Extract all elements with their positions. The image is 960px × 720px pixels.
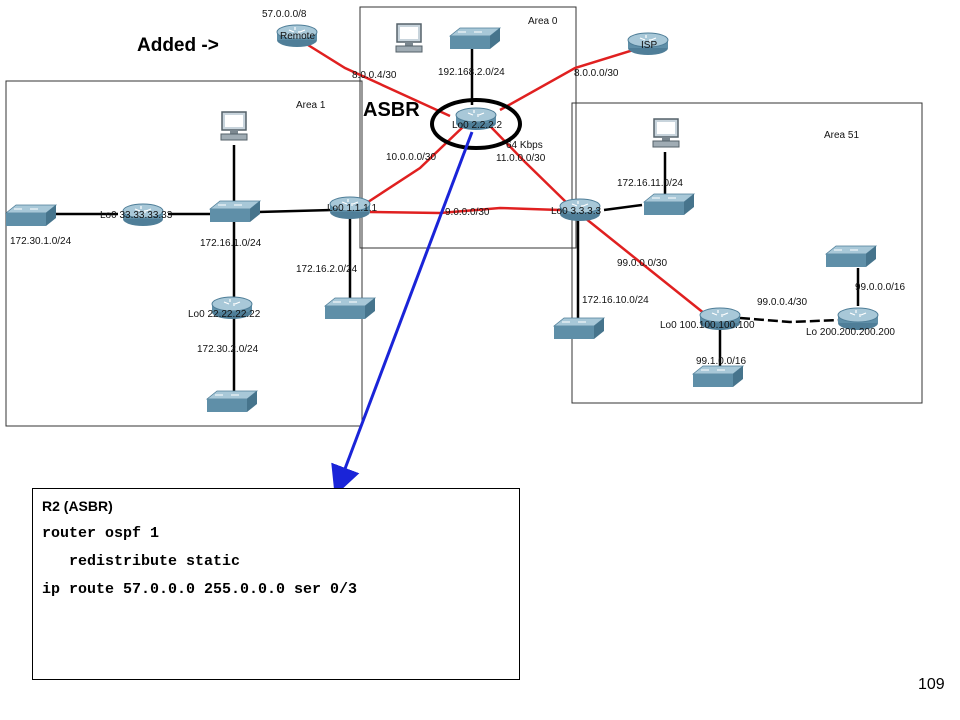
lan-16-11-label: 172.16.11.0/24 <box>617 178 683 189</box>
r200-loopback-label: Lo 200.200.200.200 <box>806 327 895 338</box>
isp-router-label: ISP <box>641 40 657 51</box>
switch-area1-lan-30-2[interactable] <box>206 390 258 413</box>
config-line-router-ospf: router ospf 1 <box>42 525 160 542</box>
area-51-box <box>571 102 923 404</box>
switch-area51-lan-16-11[interactable] <box>643 193 695 216</box>
config-line-ip-route: ip route 57.0.0.0 255.0.0.0 ser 0/3 <box>42 581 358 598</box>
pc-area51[interactable] <box>652 118 680 148</box>
lan-16-1-label: 172.16.1.0/24 <box>200 238 262 249</box>
switch-area51-lan-16-10[interactable] <box>553 317 605 340</box>
link-r2-r3-speed-label: 64 Kbps <box>506 140 543 151</box>
area-1-label: Area 1 <box>296 100 326 111</box>
switch-area51-lan-99-1[interactable] <box>692 365 744 388</box>
r1-loopback-label: Lo0 1.1.1.1 <box>327 203 377 214</box>
remote-network-label: 57.0.0.0/8 <box>262 9 307 20</box>
link-isp-r2 <box>499 46 641 112</box>
link-r2-r3 <box>489 125 569 205</box>
config-line-redistribute: redistribute static <box>42 553 241 570</box>
switch-area1-lan-30-1[interactable] <box>5 204 57 227</box>
link-remote-r2 <box>299 38 451 118</box>
r100-loopback-label: Lo0 100.100.100.100 <box>660 320 755 331</box>
r22-loopback-label: Lo0 22.22.22.22 <box>188 309 261 320</box>
link-r1-r3 <box>369 206 561 215</box>
asbr-highlight-ring <box>430 98 522 150</box>
r3-loopback-label: Lo0 3.3.3.3 <box>551 206 601 217</box>
r33-loopback-label: Lo0 33.33.33.33 <box>100 210 173 221</box>
switch-area51-lan-99-0[interactable] <box>825 245 877 268</box>
switch-area1-core[interactable] <box>209 200 261 223</box>
link-r3-lan11 <box>603 203 643 212</box>
link-r3-r100-label: 99.0.0.0/30 <box>617 258 667 269</box>
switch-area1-lan-16-2[interactable] <box>324 297 376 320</box>
r2-loopback-label: Lo0 2.2.2.2 <box>452 120 502 131</box>
config-panel: R2 (ASBR) router ospf 1 redistribute sta… <box>32 488 520 680</box>
lan-99-0-label: 99.0.0.0/16 <box>855 282 905 293</box>
asbr-annotation: ASBR <box>363 99 420 121</box>
page-number: 109 <box>918 676 945 693</box>
area-0-label: Area 0 <box>528 16 558 27</box>
added-annotation: Added -> <box>137 35 219 56</box>
area-1-box <box>5 80 363 427</box>
serial-links <box>299 38 711 319</box>
area-0-box <box>359 6 577 249</box>
lan-30-2-label: 172.30.2.0/24 <box>197 344 259 355</box>
pc-area1[interactable] <box>220 111 248 141</box>
link-r100-r200-label: 99.0.0.4/30 <box>757 297 807 308</box>
link-r2-lan-label: 192.168.2.0/24 <box>438 67 505 78</box>
remote-router-label: Remote <box>280 31 315 42</box>
link-r3-r100 <box>584 217 711 319</box>
lan-16-10-label: 172.16.10.0/24 <box>582 295 649 306</box>
pc-area0[interactable] <box>395 23 423 53</box>
config-title: R2 (ASBR) <box>42 498 113 514</box>
lan-30-1-label: 172.30.1.0/24 <box>10 236 72 247</box>
switch-area0-lan[interactable] <box>449 27 501 50</box>
ethernet-links <box>48 40 860 395</box>
link-remote-r2-label: 8.0.0.4/30 <box>352 70 397 81</box>
link-area1-switch-r1 <box>257 208 333 214</box>
link-r2-r3-label: 11.0.0.0/30 <box>496 153 546 164</box>
link-isp-r2-label: 8.0.0.0/30 <box>574 68 619 79</box>
area-51-label: Area 51 <box>824 130 859 141</box>
link-r100-r200 <box>739 316 841 324</box>
link-r1-r2-label: 10.0.0.0/30 <box>386 152 436 163</box>
link-r1-r2 <box>364 124 466 206</box>
lan-16-2-label: 172.16.2.0/24 <box>296 264 358 275</box>
lan-99-1-label: 99.1.0.0/16 <box>696 356 746 367</box>
config-pointer-arrow <box>331 131 474 497</box>
link-r1-r3-label: 9.0.0.0/30 <box>445 207 490 218</box>
